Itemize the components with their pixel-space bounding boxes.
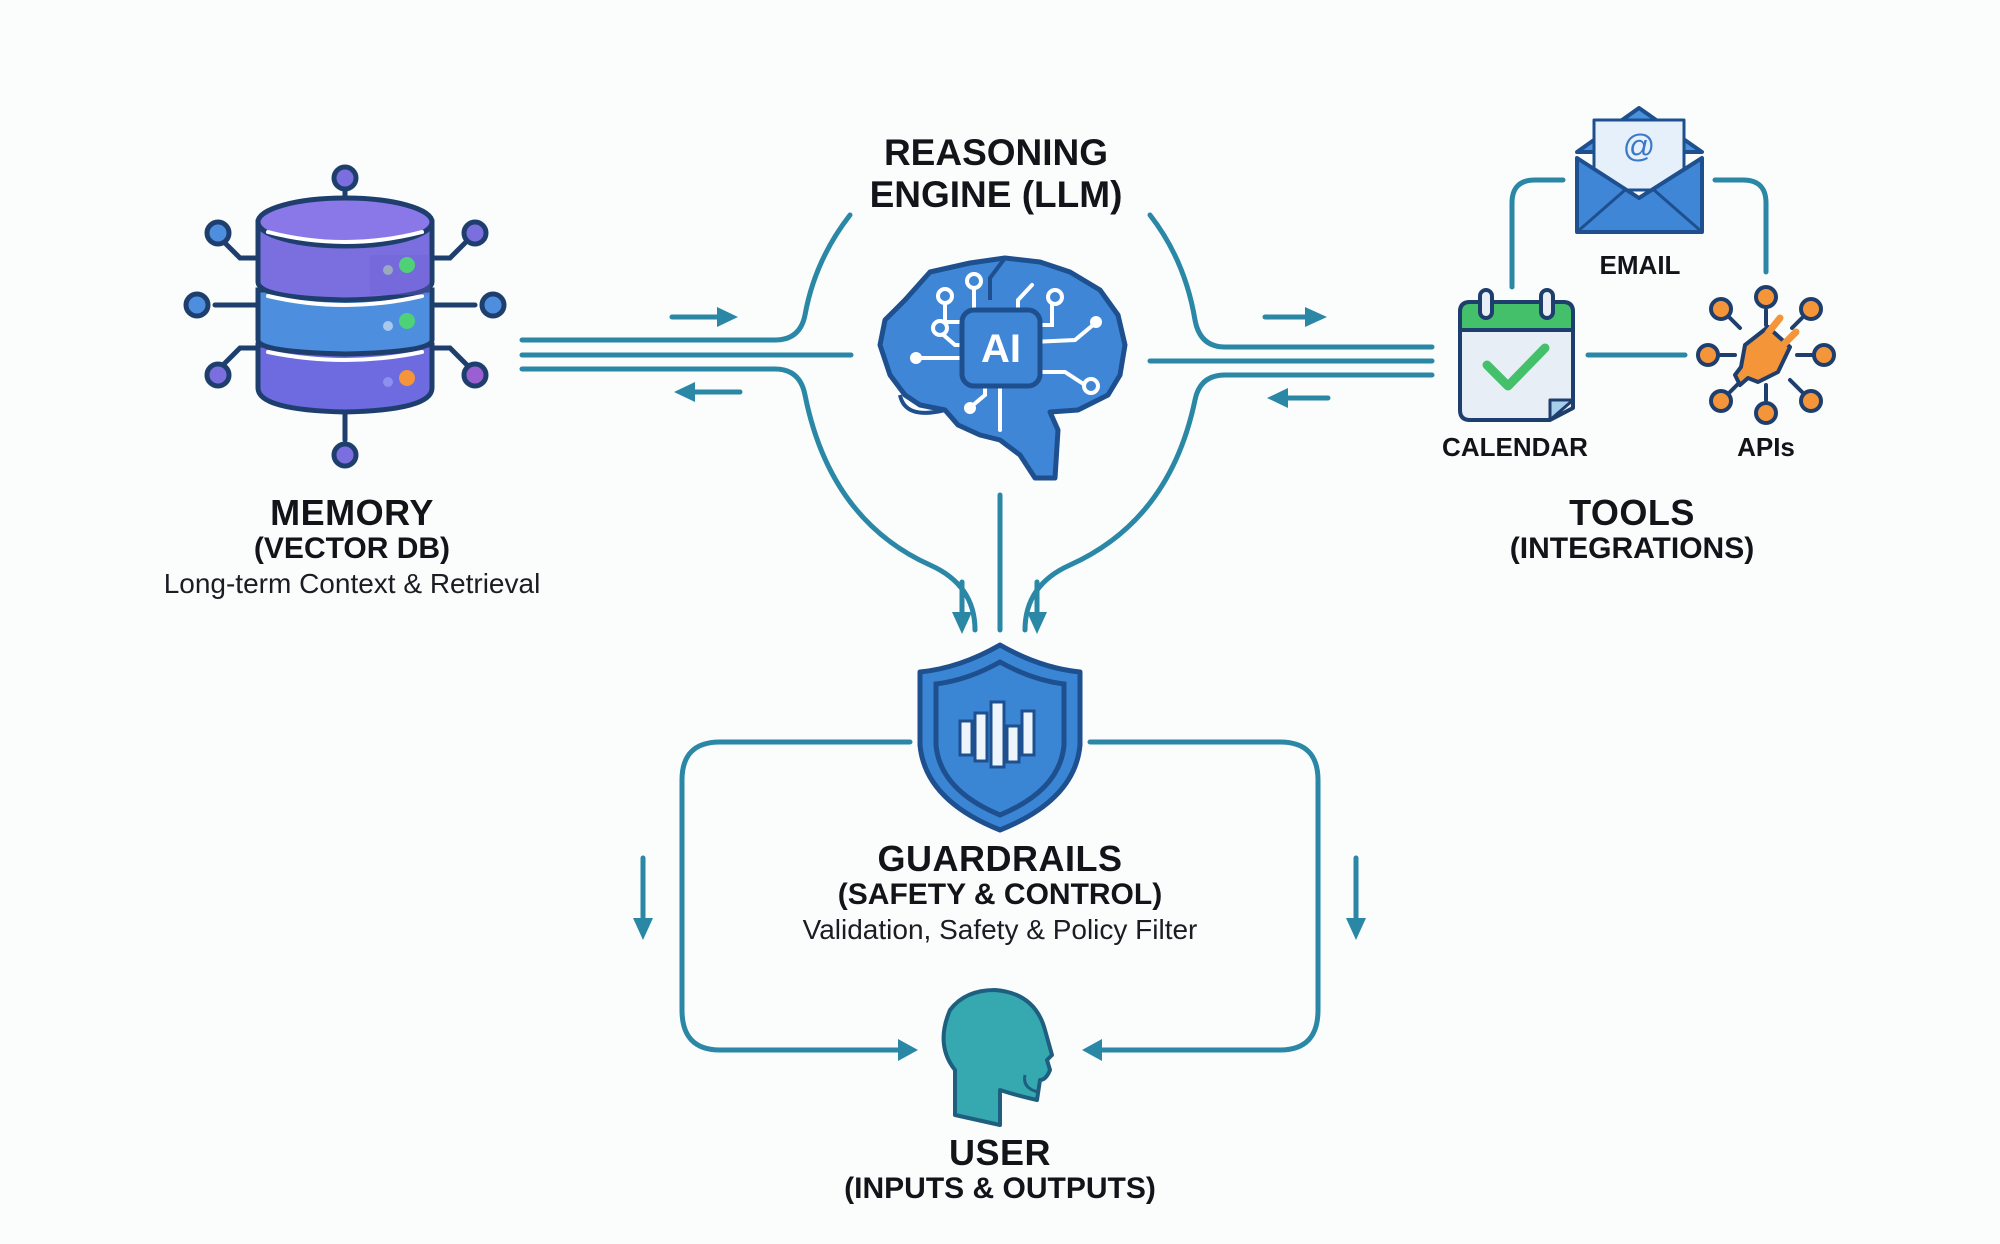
arrow-into-user-left <box>898 1039 918 1061</box>
guardrails-user-right-loop <box>1087 739 1321 1053</box>
guardrails-description: Validation, Safety & Policy Filter <box>802 914 1198 945</box>
memory-title: MEMORY <box>270 492 434 533</box>
user-title: USER <box>948 1132 1052 1173</box>
ai-brain-icon <box>877 255 1128 481</box>
shield-icon <box>917 642 1083 833</box>
arrow-down-outer-left <box>633 855 653 940</box>
database-highlights <box>266 230 424 362</box>
arrow-to-tools <box>1262 307 1327 327</box>
memory-description: Long-term Context & Retrieval <box>163 568 541 599</box>
arrow-down-outer-right <box>1346 855 1366 940</box>
arrow-to-memory <box>674 382 743 402</box>
guardrails-label-group: GUARDRAILS (SAFETY & CONTROL) Validation… <box>803 838 1198 946</box>
database-icon <box>183 164 507 469</box>
guardrails-title: GUARDRAILS <box>877 838 1123 879</box>
arrow-down-left <box>952 579 972 634</box>
email-at-glyph: @ <box>1622 128 1656 164</box>
reasoning-title-line2: ENGINE (LLM) <box>869 174 1123 215</box>
api-plug-icon <box>1696 285 1836 425</box>
reasoning-title-line1: REASONING <box>883 132 1109 173</box>
guardrails-subtitle: (SAFETY & CONTROL) <box>837 878 1163 911</box>
connectors <box>519 177 1769 1061</box>
reasoning-engine-title: REASONING ENGINE (LLM) <box>870 132 1123 216</box>
reasoning-tools-line-top <box>1147 212 1435 350</box>
memory-reasoning-line-top <box>519 212 853 343</box>
user-subtitle: (INPUTS & OUTPUTS) <box>844 1172 1156 1205</box>
tools-label-group: TOOLS (INTEGRATIONS) <box>1510 492 1754 566</box>
user-label-group: USER (INPUTS & OUTPUTS) <box>844 1132 1156 1206</box>
email-label: EMAIL <box>1599 250 1681 280</box>
user-head-icon <box>941 988 1054 1127</box>
reasoning-tools-line-bottom <box>1022 372 1435 633</box>
ai-chip <box>959 307 1043 389</box>
ai-chip-label: AI <box>981 327 1021 371</box>
arrow-down-right <box>1027 579 1047 634</box>
tools-title: TOOLS <box>1569 492 1695 533</box>
arrow-to-reasoning-left <box>669 307 738 327</box>
email-icon <box>1575 106 1704 234</box>
shield-bars <box>958 700 1036 769</box>
database-status-lights <box>370 255 430 387</box>
tools-subtitle: (INTEGRATIONS) <box>1509 532 1755 565</box>
memory-label-group: MEMORY (VECTOR DB) Long-term Context & R… <box>164 492 541 600</box>
arrow-to-reasoning-right <box>1267 388 1331 408</box>
guardrails-user-left-loop <box>679 739 913 1053</box>
apis-label: APIs <box>1737 432 1795 462</box>
email-apis-link <box>1712 177 1769 275</box>
calendar-label: CALENDAR <box>1442 432 1588 462</box>
email-calendar-link <box>1509 177 1566 290</box>
calendar-icon <box>1458 288 1575 422</box>
arrow-into-user-right <box>1082 1039 1102 1061</box>
memory-subtitle: (VECTOR DB) <box>253 532 451 565</box>
